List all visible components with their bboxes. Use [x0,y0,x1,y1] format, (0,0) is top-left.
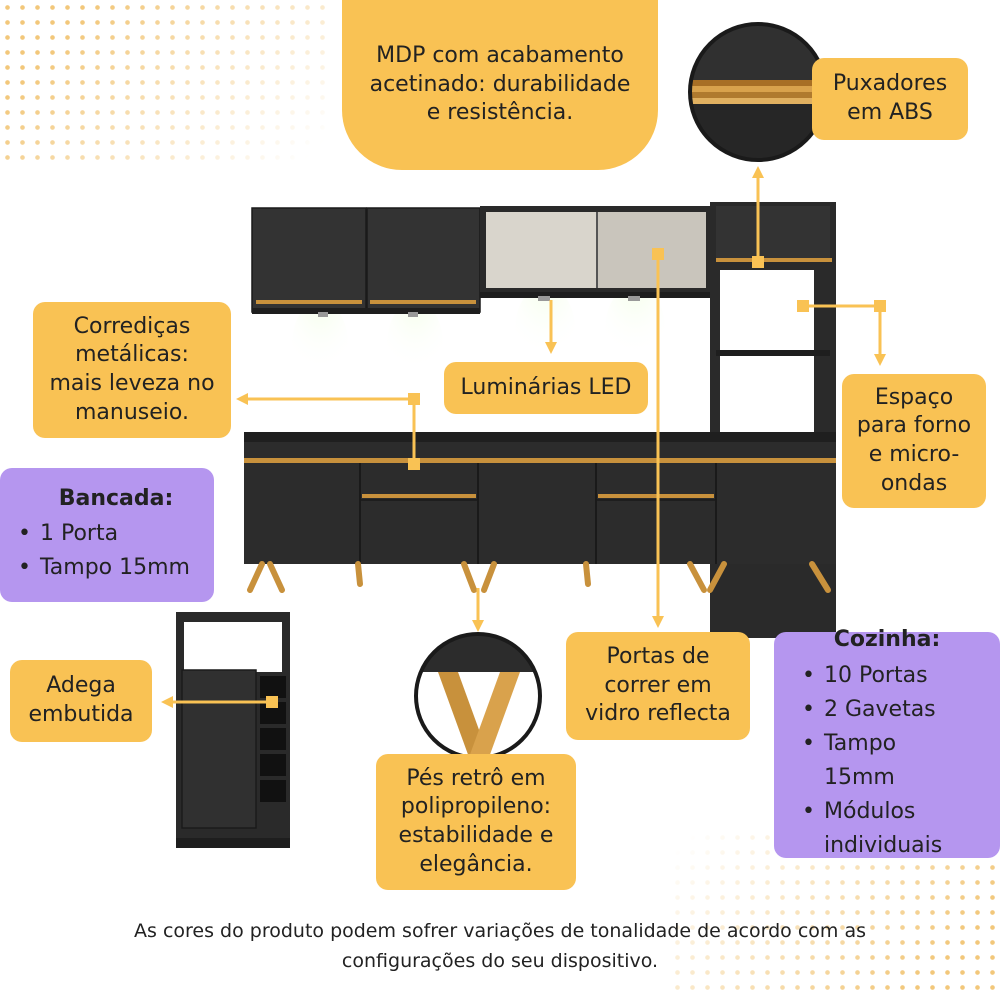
wine-cabinet [176,612,290,848]
label-mdp-line1: MDP com acabamento [376,43,624,69]
label-espaco-line2: para forno [856,413,972,439]
cozinha-item: Módulos individuais [802,795,972,863]
label-portas-correr: Portas de correr em vidro reflecta [566,632,750,740]
label-corredicas-line3: mais leveza no [49,371,215,396]
label-puxadores: Puxadores em ABS [812,58,968,140]
label-pes: Pés retrô em polipropileno: estabilidade… [376,754,576,890]
label-espaco-line3: e micro- [868,442,960,467]
label-mdp-line2: acetinado: durabilidade [369,71,631,97]
upper-cabinet-left [251,207,481,317]
label-portas-line1: Portas de [606,644,710,670]
cozinha-list: 10 Portas 2 Gavetas Tampo 15mm Módulos i… [802,659,972,864]
cozinha-item: Tampo 15mm [802,727,972,795]
label-corredicas: Corrediças metálicas: mais leveza no man… [33,302,231,438]
oven-tower [710,202,836,638]
legs-zoom [414,632,542,760]
label-portas-line3: vidro reflecta [585,701,731,727]
label-mdp: MDP com acabamento acetinado: durabilida… [342,0,658,170]
glass-sliding-cabinet [480,206,712,301]
bancada-item: Tampo 15mm [18,551,190,585]
decorative-dots-top-left [0,0,330,160]
base-cabinets [244,432,836,564]
label-espaco-line1: Espaço [874,384,954,410]
led-glow [292,285,665,390]
label-pes-line1: Pés retrô em [406,765,546,791]
cozinha-item: 10 Portas [802,659,972,693]
retro-legs [247,561,831,593]
label-adega-line1: Adega [46,673,116,699]
label-pes-line4: elegância. [419,851,533,877]
label-puxadores-line2: em ABS [847,100,933,125]
connector-lines [161,166,886,708]
cozinha-title: Cozinha: [833,627,941,653]
bancada-panel: Bancada: 1 Porta Tampo 15mm [0,468,214,602]
color-disclaimer: As cores do produto podem sofrer variaçõ… [60,916,940,977]
bancada-item: 1 Porta [18,517,190,551]
label-corredicas-line4: manuseio. [75,399,189,425]
label-luminarias-line1: Luminárias LED [460,374,632,400]
cozinha-item: 2 Gavetas [802,693,972,727]
label-luminarias: Luminárias LED [444,362,648,414]
label-pes-line2: polipropileno: [400,794,552,820]
label-corredicas-line2: metálicas: [75,342,189,368]
label-pes-line3: estabilidade e [398,823,554,848]
label-corredicas-line1: Corrediças [73,313,191,339]
label-espaco-forno: Espaço para forno e micro- ondas [842,374,986,508]
cozinha-panel: Cozinha: 10 Portas 2 Gavetas Tampo 15mm … [774,627,1000,858]
disclaimer-line2: configurações do seu dispositivo. [341,950,659,973]
label-portas-line2: correr em [604,672,712,698]
bancada-title: Bancada: [58,485,174,511]
label-mdp-line3: e resistência. [426,100,574,126]
label-espaco-line4: ondas [880,470,948,496]
label-adega-line2: embutida [28,702,134,727]
handle-zoom [688,22,828,162]
label-adega: Adega embutida [10,660,152,742]
label-puxadores-line1: Puxadores [832,71,948,97]
disclaimer-line1: As cores do produto podem sofrer variaçõ… [134,920,866,942]
bancada-list: 1 Porta Tampo 15mm [18,517,190,585]
